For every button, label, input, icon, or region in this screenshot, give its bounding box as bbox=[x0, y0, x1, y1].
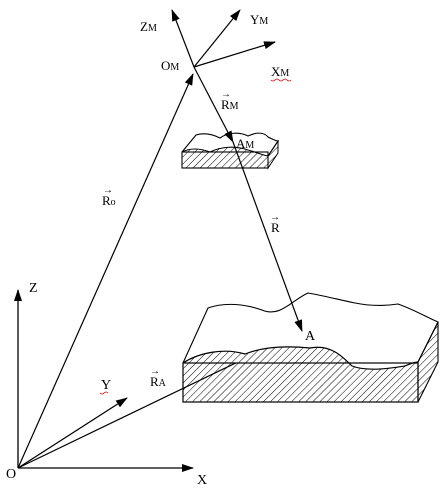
terrain-top-surface bbox=[182, 292, 439, 364]
model-front-profile bbox=[181, 146, 269, 157]
model-side-face bbox=[267, 139, 279, 170]
model-block bbox=[181, 132, 280, 170]
label-vector-r-a: → RA bbox=[150, 366, 167, 389]
vector-r bbox=[232, 141, 303, 332]
terrain-block bbox=[182, 292, 439, 403]
spell-underline-y bbox=[99, 391, 109, 395]
vector-r-o bbox=[17, 73, 194, 469]
model-y-axis bbox=[193, 9, 241, 68]
model-z-axis bbox=[171, 9, 195, 68]
arrow-accent-r: → bbox=[270, 212, 280, 223]
terrain-side-face bbox=[417, 321, 439, 403]
label-point-a-m: AM bbox=[236, 136, 254, 151]
svg-text:RA: RA bbox=[150, 374, 167, 389]
arrow-accent-r-a: → bbox=[150, 366, 160, 377]
label-model-origin: OM bbox=[161, 58, 179, 73]
label-model-y: YM bbox=[250, 12, 268, 27]
label-model-z: ZM bbox=[140, 19, 157, 34]
svg-text:Ro: Ro bbox=[102, 193, 116, 208]
label-model-x: XM bbox=[271, 64, 289, 79]
terrain-front-hatch bbox=[183, 346, 418, 402]
svg-text:R: R bbox=[271, 220, 280, 235]
global-y-axis bbox=[17, 397, 128, 469]
global-axes bbox=[14, 289, 194, 472]
label-vector-r-m: → RM bbox=[221, 89, 239, 112]
label-global-x: X bbox=[197, 473, 207, 488]
label-vector-r: → R bbox=[270, 212, 280, 235]
label-global-y: Y bbox=[101, 378, 111, 393]
svg-text:RM: RM bbox=[221, 97, 239, 112]
label-global-z: Z bbox=[29, 281, 38, 296]
arrow-accent-r-m: → bbox=[221, 89, 231, 100]
model-axes bbox=[171, 9, 276, 68]
terrain-front-profile bbox=[182, 346, 419, 370]
label-vector-r-o: → Ro bbox=[102, 185, 116, 208]
arrow-accent-r-o: → bbox=[103, 185, 113, 196]
label-origin: O bbox=[6, 467, 16, 482]
label-point-a: A bbox=[305, 329, 316, 344]
spell-underline-xm bbox=[270, 78, 292, 82]
model-x-axis bbox=[193, 41, 276, 68]
vector-r-m bbox=[193, 66, 234, 143]
